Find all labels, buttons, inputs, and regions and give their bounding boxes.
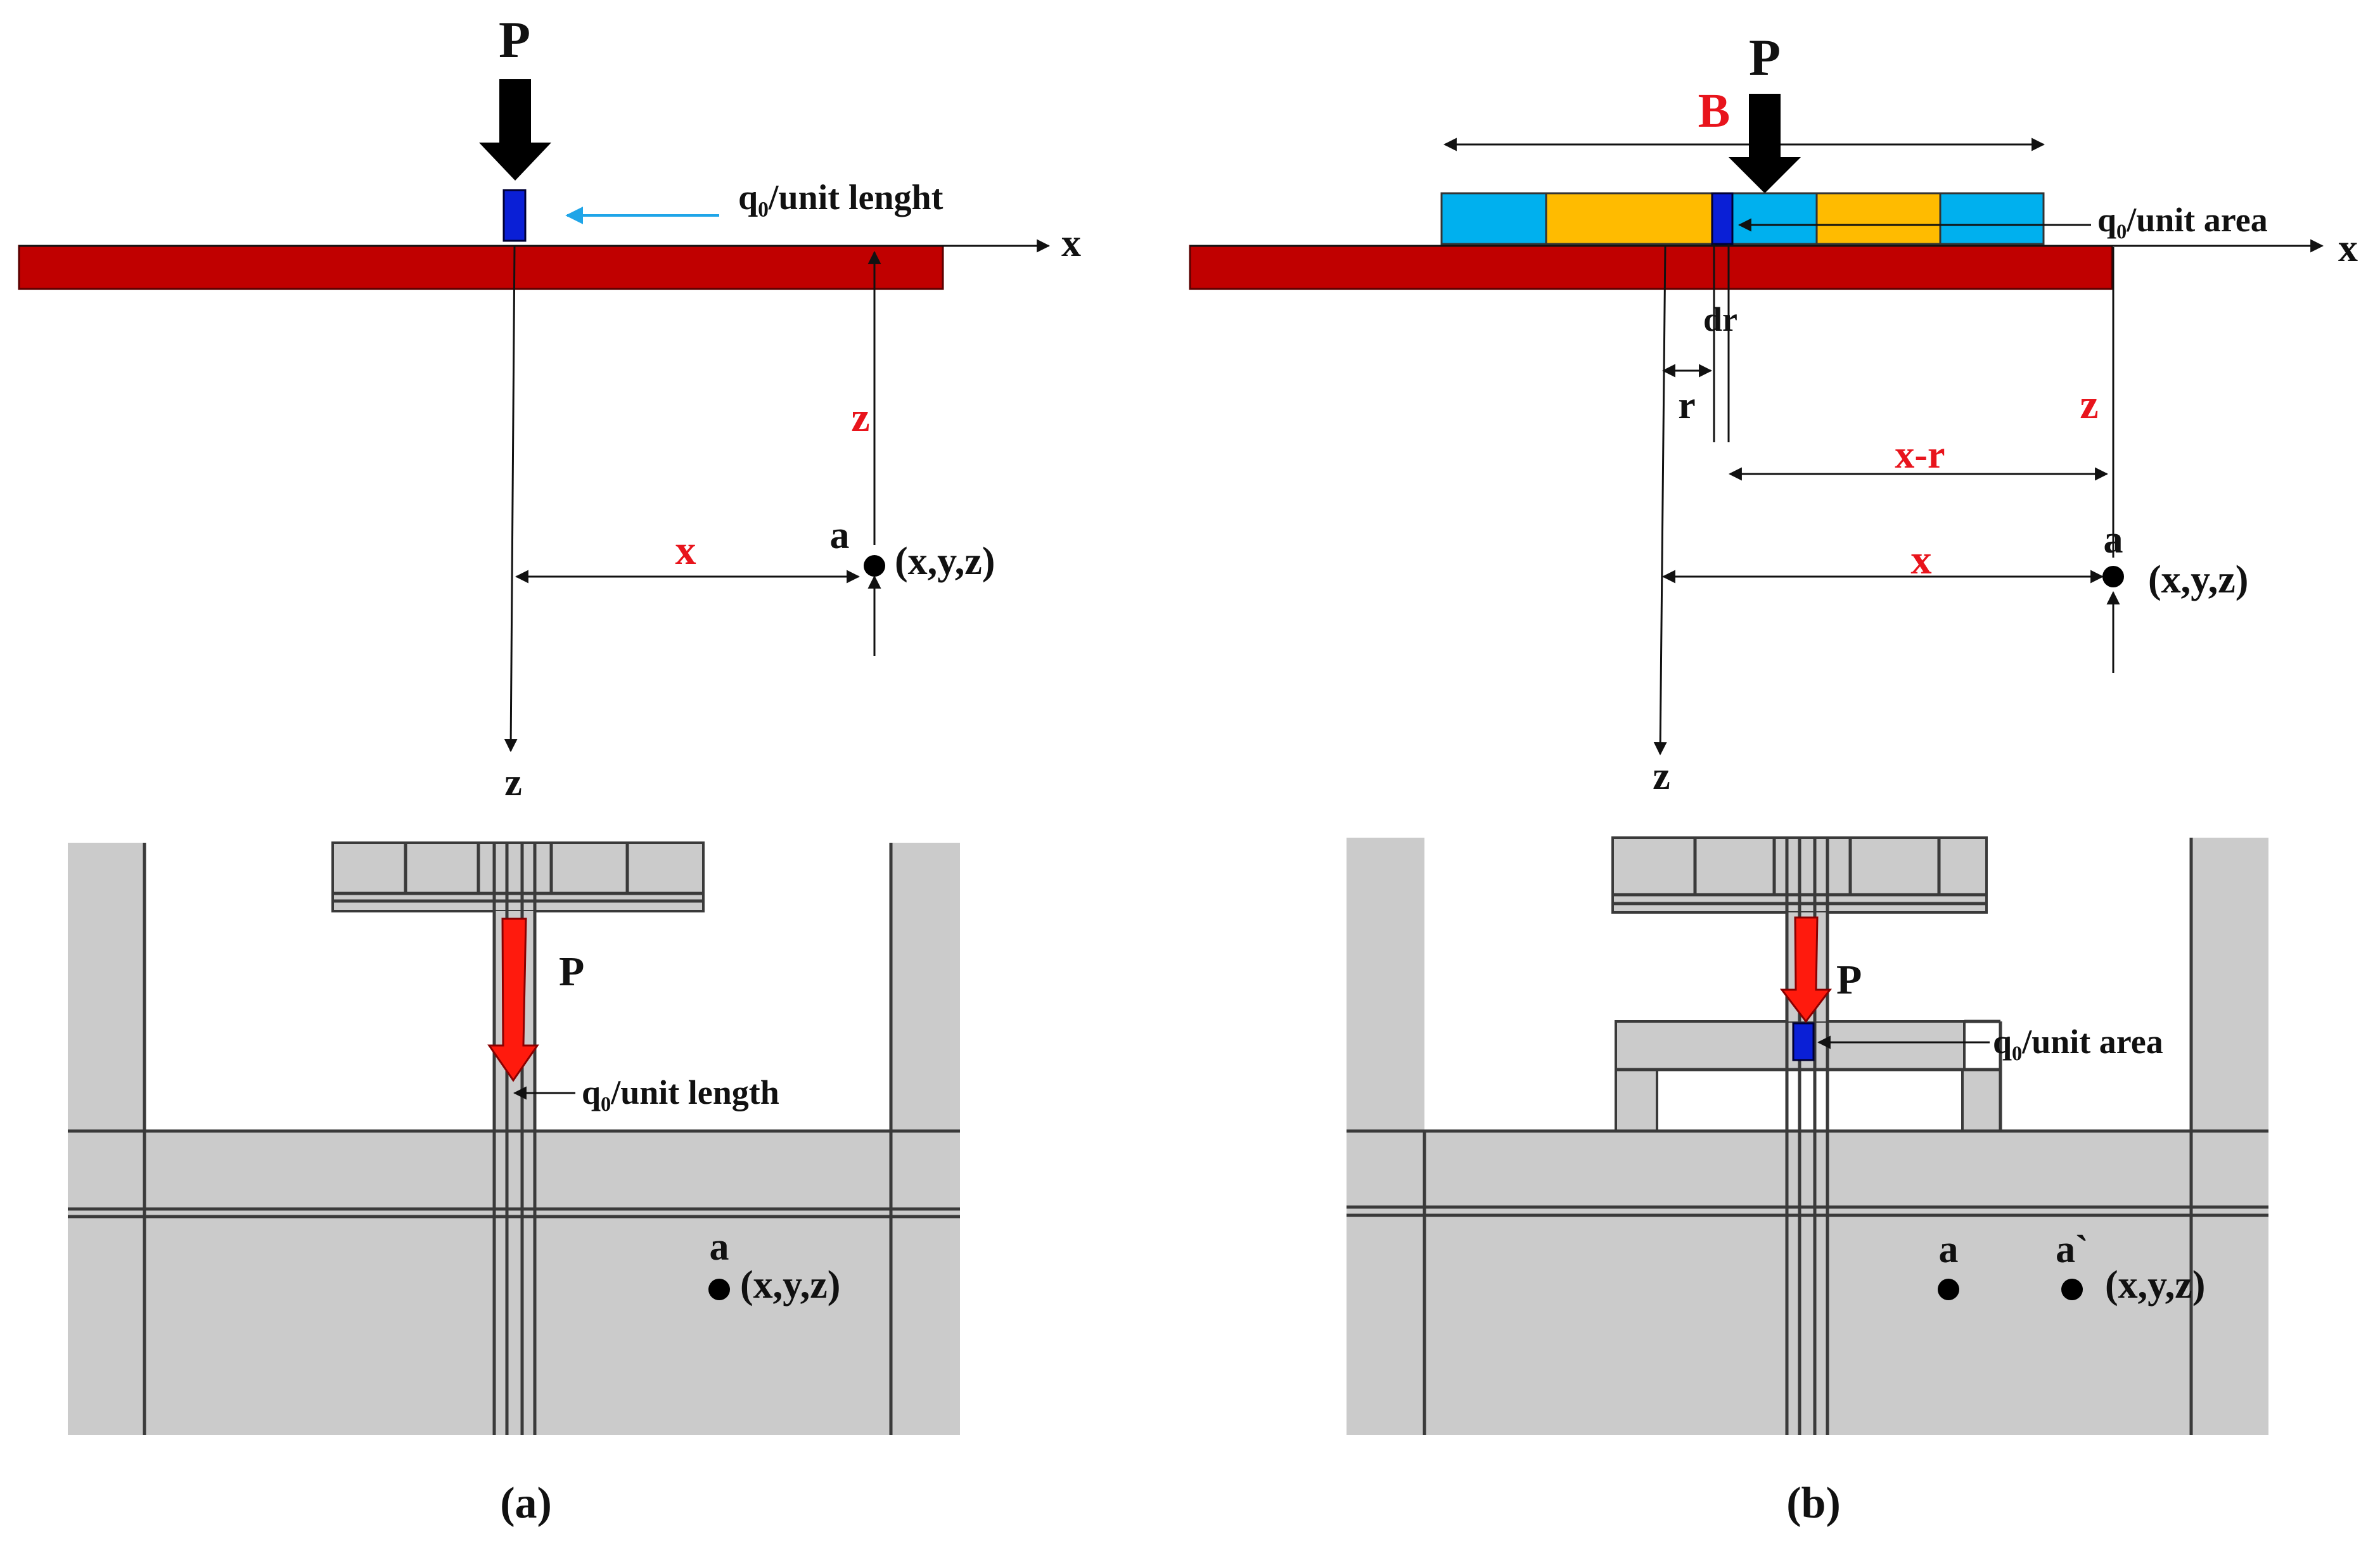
mesh-a-point-marker [708,1279,730,1300]
mesh-b-area-load-element [1792,1022,1815,1061]
panel-a-mesh: P q₀/unit length a (x,y,z) [68,841,960,1435]
z-axis-arrow-icon [1653,245,1667,756]
mesh-b-point-a2-label: a` [2056,1228,2089,1271]
mesh-a-load-label: P [559,949,584,995]
mesh-b-load-label: P [1836,957,1862,1003]
panel-a-schematic: P q₀/unit lenght x z z x a (x,y,z) [18,11,1081,804]
caption-a: (a) [500,1479,552,1528]
mesh-b-q-label: q₀/unit area [1993,1023,2163,1061]
point-a-marker [2102,566,2124,587]
load-arrow-icon [1729,94,1801,193]
mesh-b-footing-gap [1656,1068,1964,1132]
point-a-label: a [2104,518,2123,561]
beam [18,245,944,290]
point-a-marker [864,555,885,577]
line-load-element [502,189,527,242]
mesh-b-point-a-label: a [1939,1228,1959,1271]
caption-b: (b) [1786,1479,1841,1528]
footing-cyan-block-1 [1440,192,1547,245]
point-a-label: a [830,514,850,557]
beam [1189,245,2113,290]
z-dimension-label: z [2080,381,2098,428]
dr-label: dr [1703,300,1737,338]
load-p-label: P [1749,29,1781,86]
coord-label: (x,y,z) [2148,558,2248,601]
x-dimension-label: x [675,527,696,573]
mesh-b-load-arrow-icon [1779,916,1833,1023]
mesh-a-coord-label: (x,y,z) [740,1263,840,1307]
coord-label: (x,y,z) [895,540,995,583]
mesh-b-point-a2-marker [2061,1279,2083,1300]
footing-yellow-block-2 [1815,192,1942,245]
load-p-label: P [499,11,530,68]
footing-yellow-block-1 [1545,192,1713,245]
q-unit-label: q₀/unit lenght [738,178,944,217]
panel-b-mesh: P q₀/unit area a a` (x,y,z) [1347,836,2268,1435]
z-axis-label: z [1653,755,1670,798]
mesh-b-point-a-marker [1938,1279,1959,1300]
load-arrow-icon [479,79,551,181]
mesh-a-point-label: a [710,1225,729,1269]
mesh-a-q-label: q₀/unit length [582,1073,779,1111]
x-r-label: x-r [1895,433,1945,476]
x-axis-label: x [2338,227,2358,270]
q-unit-label: q₀/unit area [2097,201,2268,239]
area-load-element [1711,192,1734,245]
x-axis-label: x [1061,222,1081,265]
width-b-label: B [1698,84,1731,137]
z-axis-label: z [504,761,522,804]
footing-cyan-block-3 [1939,192,2045,245]
r-label: r [1678,384,1696,427]
panel-b-schematic: B P q₀/unit area x z dr r x-r z x a (x,y… [1189,29,2358,798]
z-dimension-label: z [851,394,869,440]
mesh-b-coord-label: (x,y,z) [2105,1263,2205,1307]
mesh-a-load-arrow-icon [487,918,539,1082]
x-dimension-label: x [1911,537,1932,583]
z-axis-arrow-icon [504,245,518,753]
